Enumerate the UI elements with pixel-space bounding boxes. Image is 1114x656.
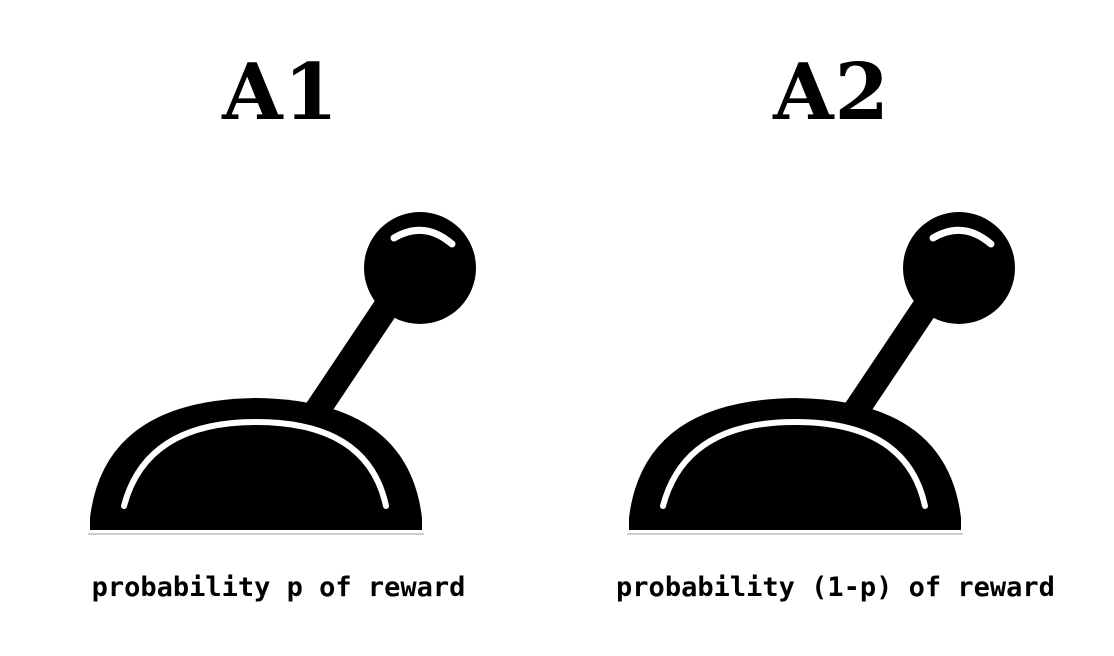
arm-a1: A1 probability p of reward [86, 47, 486, 603]
arm-label: A1 [222, 47, 339, 138]
lever-icon [625, 200, 1025, 545]
lever-icon [86, 200, 486, 545]
arm-label: A2 [773, 47, 890, 138]
arm-a2: A2 probability (1-p) of reward [557, 0, 1114, 656]
reward-probability-caption: probability p of reward [91, 572, 466, 603]
reward-probability-caption: probability (1-p) of reward [616, 572, 1055, 603]
